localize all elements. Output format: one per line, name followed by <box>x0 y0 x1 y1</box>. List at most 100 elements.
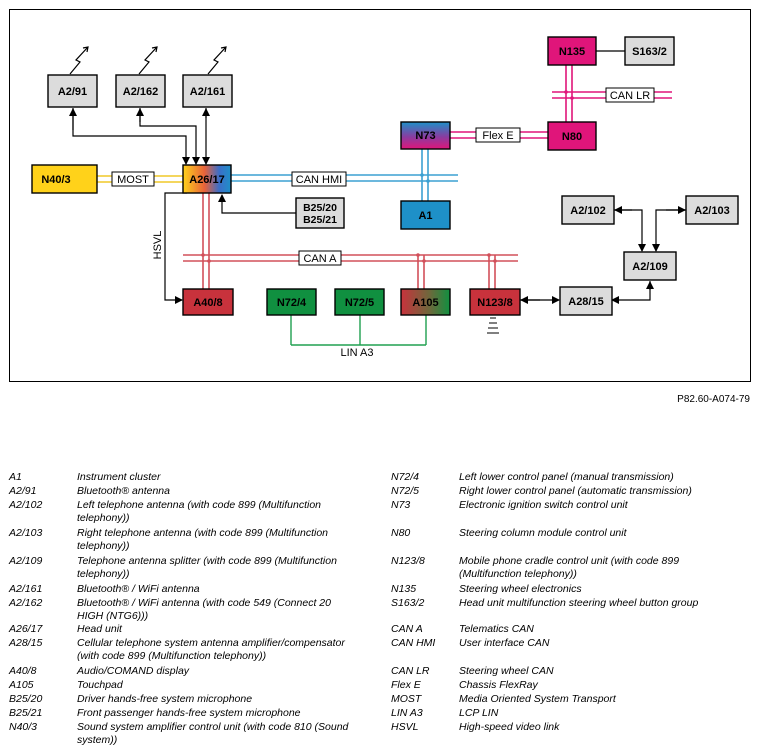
box-n72-5: N72/5 <box>334 288 385 316</box>
legend-code: A2/162 <box>9 597 43 609</box>
box-a2-103: A2/103 <box>685 195 739 225</box>
legend-code: A2/103 <box>9 527 43 539</box>
signal-arrows <box>69 108 686 304</box>
label-hsvl: HSVL <box>152 231 164 260</box>
svg-text:A28/15: A28/15 <box>568 296 603 308</box>
legend-description: LCP LIN <box>459 707 499 719</box>
legend-code: N123/8 <box>391 555 425 567</box>
label-can-a: CAN A <box>298 250 342 266</box>
box-n80: N80 <box>547 121 597 151</box>
legend-code: A26/17 <box>9 623 43 635</box>
diagram-frame <box>9 9 751 382</box>
box-a2-109: A2/109 <box>623 251 677 281</box>
antenna-icon <box>207 46 227 75</box>
box-n72-4: N72/4 <box>266 288 317 316</box>
svg-text:A2/102: A2/102 <box>570 205 605 217</box>
svg-text:A2/91: A2/91 <box>58 86 87 98</box>
label-can-lr: CAN LR <box>605 87 655 103</box>
legend-code: N72/5 <box>391 485 420 497</box>
phone-cradle-icon <box>487 317 499 334</box>
network-topology-diagram: A2/91 A2/162 A2/161 N40/3 A26/17 B25/20 … <box>31 36 739 359</box>
legend-description: Head unit multifunction steering wheel b… <box>459 597 699 609</box>
legend-description: Mobile phone cradle control unit (with c… <box>459 555 680 580</box>
legend-description: Steering column module control unit <box>459 527 627 539</box>
svg-text:N72/5: N72/5 <box>345 297 374 309</box>
legend-description: Audio/COMAND display <box>77 665 190 677</box>
legend-description: High-speed video link <box>459 721 560 733</box>
svg-text:N72/4: N72/4 <box>277 297 307 309</box>
box-n135: N135 <box>547 36 597 66</box>
legend-description: Electronic ignition switch control unit <box>459 499 628 511</box>
svg-text:A2/103: A2/103 <box>694 205 729 217</box>
box-a2-91: A2/91 <box>47 74 98 108</box>
svg-text:S163/2: S163/2 <box>632 46 667 58</box>
legend-description: Left telephone antenna (with code 899 (M… <box>77 499 321 524</box>
box-a26-17: A26/17 <box>182 164 232 194</box>
legend-code: A28/15 <box>9 637 43 649</box>
legend-description: Steering wheel CAN <box>459 665 554 677</box>
svg-text:A2/162: A2/162 <box>123 86 158 98</box>
legend-description: Right lower control panel (automatic tra… <box>459 485 692 497</box>
svg-text:A105: A105 <box>412 297 438 309</box>
box-n123-8: N123/8 <box>469 288 521 316</box>
bus-junctions <box>201 253 497 263</box>
box-a2-161: A2/161 <box>182 74 233 108</box>
legend-code: B25/20 <box>9 693 43 705</box>
svg-text:CAN LR: CAN LR <box>610 90 650 102</box>
box-a105: A105 <box>400 288 451 316</box>
legend-code: A2/109 <box>9 555 43 567</box>
legend-code: CAN HMI <box>391 637 436 649</box>
can-hmi-junctions <box>420 173 430 183</box>
svg-text:Flex E: Flex E <box>482 130 513 142</box>
legend-code: N135 <box>391 583 417 595</box>
box-a40-8: A40/8 <box>182 288 234 316</box>
legend-code: CAN A <box>391 623 423 635</box>
legend-description: Front passenger hands-free system microp… <box>77 707 301 719</box>
box-s163-2: S163/2 <box>624 36 675 66</box>
can-lr-junctions <box>564 90 574 100</box>
label-can-hmi: CAN HMI <box>291 171 347 187</box>
svg-text:A2/109: A2/109 <box>632 261 667 273</box>
legend-code: MOST <box>391 693 422 705</box>
legend-code: A105 <box>9 679 34 691</box>
legend-description: User interface CAN <box>459 637 550 649</box>
legend-description: Driver hands-free system microphone <box>77 693 253 705</box>
box-a28-15: A28/15 <box>559 286 613 316</box>
legend-description: Bluetooth® / WiFi antenna (with code 549… <box>77 597 331 622</box>
legend-code: CAN LR <box>391 665 430 677</box>
box-b25-20-21: B25/20 B25/21 <box>295 197 345 229</box>
legend-description: Bluetooth® antenna <box>77 485 170 497</box>
legend-code: S163/2 <box>391 597 425 609</box>
legend-description: Telematics CAN <box>459 623 534 635</box>
svg-text:N73: N73 <box>415 130 435 142</box>
svg-text:N80: N80 <box>562 131 582 143</box>
svg-text:B25/20: B25/20 <box>303 202 337 214</box>
box-a2-162: A2/162 <box>115 74 166 108</box>
box-a1: A1 <box>400 200 451 230</box>
legend-description: Touchpad <box>77 679 123 691</box>
legend-code: N73 <box>391 499 411 511</box>
legend-description: Chassis FlexRay <box>459 679 538 691</box>
label-lin-a3: LIN A3 <box>340 347 373 359</box>
label-flex-e: Flex E <box>475 127 521 143</box>
legend-description: Telephone antenna splitter (with code 89… <box>77 555 337 580</box>
svg-text:CAN HMI: CAN HMI <box>296 174 342 186</box>
legend-code: B25/21 <box>9 707 43 719</box>
svg-text:N40/3: N40/3 <box>41 174 70 186</box>
svg-text:A2/161: A2/161 <box>190 86 225 98</box>
legend-code: HSVL <box>391 721 419 733</box>
label-most: MOST <box>111 171 155 187</box>
svg-text:B25/21: B25/21 <box>303 214 337 226</box>
svg-text:N135: N135 <box>559 46 585 58</box>
legend-code: N40/3 <box>9 721 38 733</box>
box-n73: N73 <box>400 121 451 150</box>
legend-code: A2/102 <box>9 499 43 511</box>
box-a2-102: A2/102 <box>561 195 615 225</box>
figure-id: P82.60-A074-79 <box>677 394 750 405</box>
legend-description: Right telephone antenna (with code 899 (… <box>77 527 328 552</box>
legend-code: A2/161 <box>9 583 43 595</box>
box-n40-3: N40/3 <box>31 164 98 194</box>
legend-description: Head unit <box>77 623 122 635</box>
svg-text:A40/8: A40/8 <box>193 297 222 309</box>
legend-code: Flex E <box>391 679 421 691</box>
